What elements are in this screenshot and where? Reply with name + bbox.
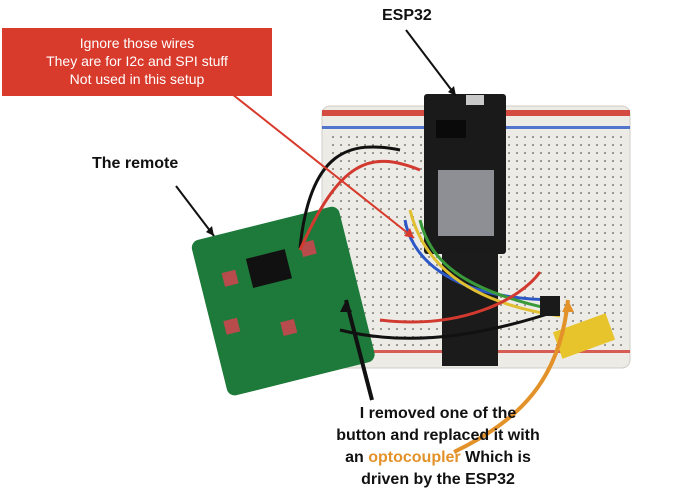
wires-note-line-3: Not used in this setup (69, 71, 205, 87)
optocoupler-note-line-3: an optocoupler Which is (318, 447, 558, 469)
wires (298, 145, 561, 340)
optocoupler-note-line-2: button and replaced it with (336, 427, 540, 444)
optocoupler-note-suffix: Which is (465, 449, 531, 466)
esp32-label: ESP32 (382, 7, 432, 24)
remote-pcb (191, 206, 375, 396)
optocoupler-note: I removed one of the button and replaced… (318, 403, 558, 491)
wires-note: Ignore those wires They are for I2c and … (2, 28, 272, 96)
wires-note-line-2: They are for I2c and SPI stuff (46, 53, 228, 69)
optocoupler-note-line-1: I removed one of the (359, 405, 517, 422)
optocoupler-highlight: optocoupler (368, 449, 461, 466)
wires-note-line-1: Ignore those wires (79, 35, 195, 51)
optocoupler-note-prefix: an (345, 449, 364, 466)
annotation-arrows (175, 29, 574, 454)
optocoupler-note-line-4: driven by the ESP32 (361, 471, 515, 488)
optocoupler (540, 296, 616, 359)
esp32-board (424, 94, 506, 254)
remote-label: The remote (92, 155, 179, 172)
